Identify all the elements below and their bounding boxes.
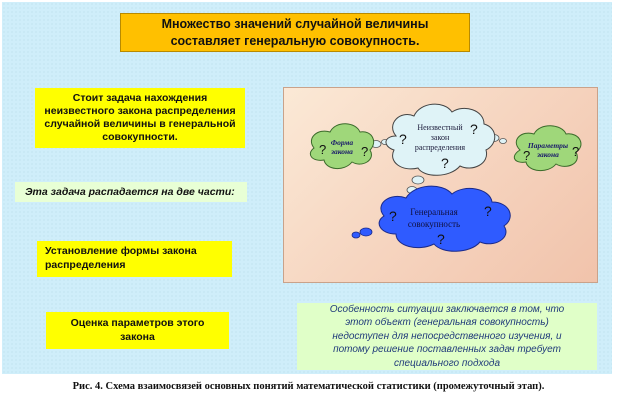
diagram-panel: Форма закона ? ? Неизвестный закон распр…	[283, 87, 598, 283]
concept-diagram: Форма закона ? ? Неизвестный закон распр…	[309, 103, 582, 252]
figure-caption: Рис. 4. Схема взаимосвязей основных поня…	[72, 381, 545, 392]
general-population-cloud	[378, 185, 511, 252]
general-population-line-1: Генеральная	[410, 207, 457, 217]
slide-background: Множество значений случайной величины со…	[2, 2, 612, 374]
law-params-line-2: закона	[536, 150, 559, 159]
unknown-law-line-3: распределения	[415, 143, 466, 152]
question-mark: ?	[319, 142, 326, 157]
unknown-law-cloud	[385, 103, 496, 176]
question-mark: ?	[484, 203, 492, 219]
law-form-line-1: Форма	[331, 138, 354, 147]
title-box: Множество значений случайной величины со…	[120, 13, 470, 52]
law-form-cloud	[309, 123, 375, 169]
unknown-law-line-1: Неизвестный	[417, 123, 463, 132]
unknown-law-line-2: закон	[431, 133, 450, 142]
law-params-cloud	[513, 125, 582, 171]
note-box: Особенность ситуации заключается в том, …	[297, 303, 597, 370]
question-mark: ?	[523, 148, 530, 163]
task-box: Стоит задача нахождения неизвестного зак…	[35, 88, 245, 148]
question-mark: ?	[470, 121, 478, 137]
law-form-line-2: закона	[330, 147, 353, 156]
question-mark: ?	[399, 131, 407, 147]
split-box: Эта задача распадается на две части:	[15, 182, 247, 202]
question-mark: ?	[389, 208, 397, 224]
law-params-box: Оценка параметров этого закона	[46, 312, 229, 349]
question-mark: ?	[437, 231, 445, 247]
question-mark: ?	[361, 144, 368, 159]
law-form-box: Установление формы закона распределения	[37, 241, 232, 277]
law-params-line-1: Параметры	[527, 141, 568, 150]
general-population-line-2: совокупность	[408, 219, 460, 229]
question-mark: ?	[441, 155, 449, 171]
question-mark: ?	[572, 144, 579, 159]
